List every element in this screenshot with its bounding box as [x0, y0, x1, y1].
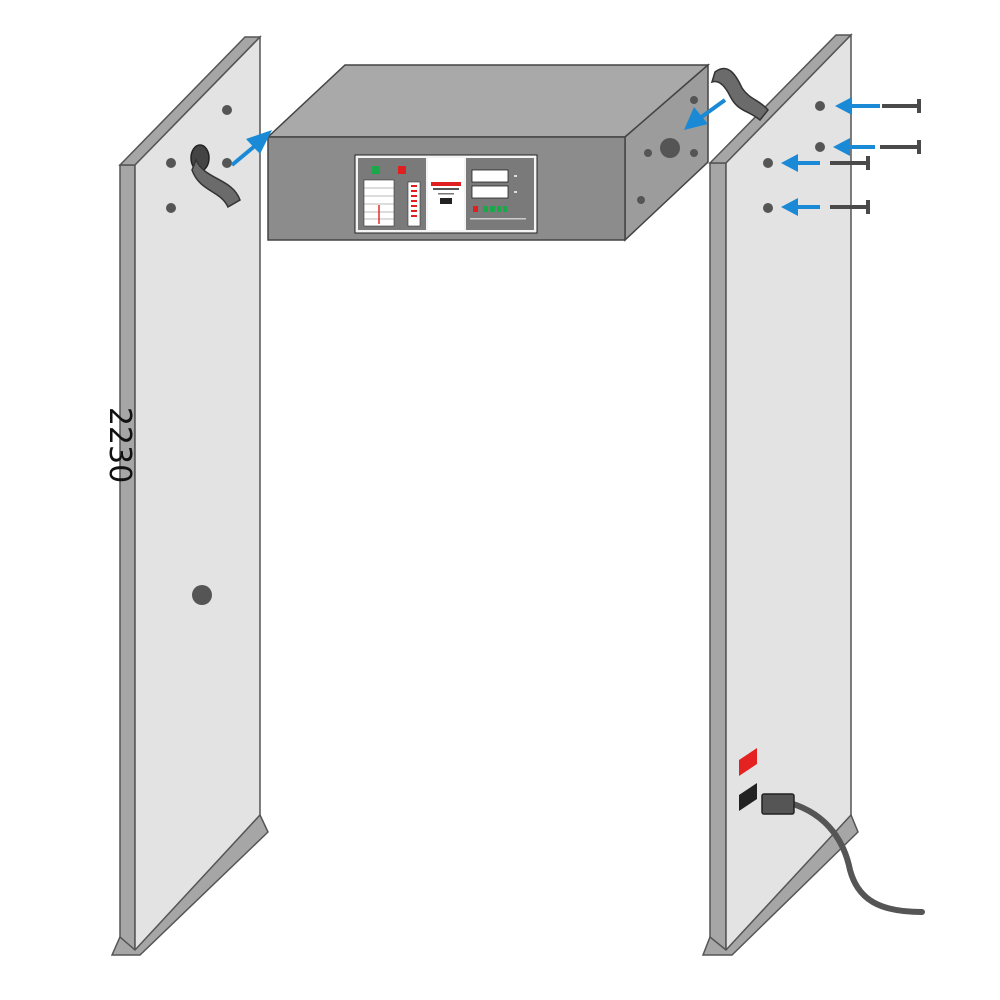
led-column	[407, 181, 421, 227]
right-panel-foot	[701, 813, 859, 956]
arrows	[230, 97, 880, 216]
left-panel-hole-large	[192, 585, 212, 605]
plug-icon	[761, 793, 795, 815]
left-cable-stub	[190, 144, 241, 209]
black-indicator	[739, 783, 757, 811]
arrow-icon	[230, 130, 272, 167]
display-window	[471, 169, 509, 183]
control-panel	[354, 154, 538, 234]
control-key	[497, 206, 501, 212]
display-window	[471, 185, 509, 199]
bolt-icon	[880, 140, 921, 154]
arrow-icon	[835, 97, 880, 115]
led-bar	[411, 185, 417, 217]
left-panel-hole	[166, 203, 176, 213]
right-panel-hole	[815, 142, 825, 152]
bolts	[830, 99, 921, 214]
red-button	[398, 166, 406, 174]
right-panel-face	[725, 33, 852, 955]
left-panel-foot	[110, 813, 269, 956]
left-panel-edge	[119, 164, 136, 955]
dimension-label: 2230	[102, 407, 137, 483]
right-panel	[701, 33, 925, 956]
right-panel-edge	[709, 162, 727, 955]
control-key	[483, 206, 488, 212]
control-box-hole	[690, 149, 698, 157]
bolt-icon	[830, 200, 870, 214]
bolt-icon	[830, 156, 870, 170]
power-cable	[761, 793, 925, 915]
arrow-icon	[833, 138, 875, 156]
control-key	[503, 206, 507, 212]
red-indicator	[739, 748, 757, 776]
control-box	[266, 63, 711, 242]
control-box-hole-large	[660, 138, 680, 158]
right-panel-hole	[763, 203, 773, 213]
arrow-icon	[781, 154, 820, 172]
green-button	[372, 166, 380, 174]
left-panel-hole	[222, 105, 232, 115]
arrow-icon	[684, 98, 727, 130]
control-key	[473, 206, 478, 212]
left-panel: 2230	[102, 35, 269, 956]
right-cable-stub	[710, 67, 769, 122]
control-box-hole	[637, 196, 645, 204]
left-panel-hole	[222, 158, 232, 168]
bolt-icon	[882, 99, 921, 113]
right-panel-hole	[815, 101, 825, 111]
control-box-hole	[690, 96, 698, 104]
arrow-icon	[781, 198, 820, 216]
left-panel-hole	[166, 158, 176, 168]
control-key	[490, 206, 495, 212]
right-panel-hole	[763, 158, 773, 168]
control-box-hole	[644, 149, 652, 157]
